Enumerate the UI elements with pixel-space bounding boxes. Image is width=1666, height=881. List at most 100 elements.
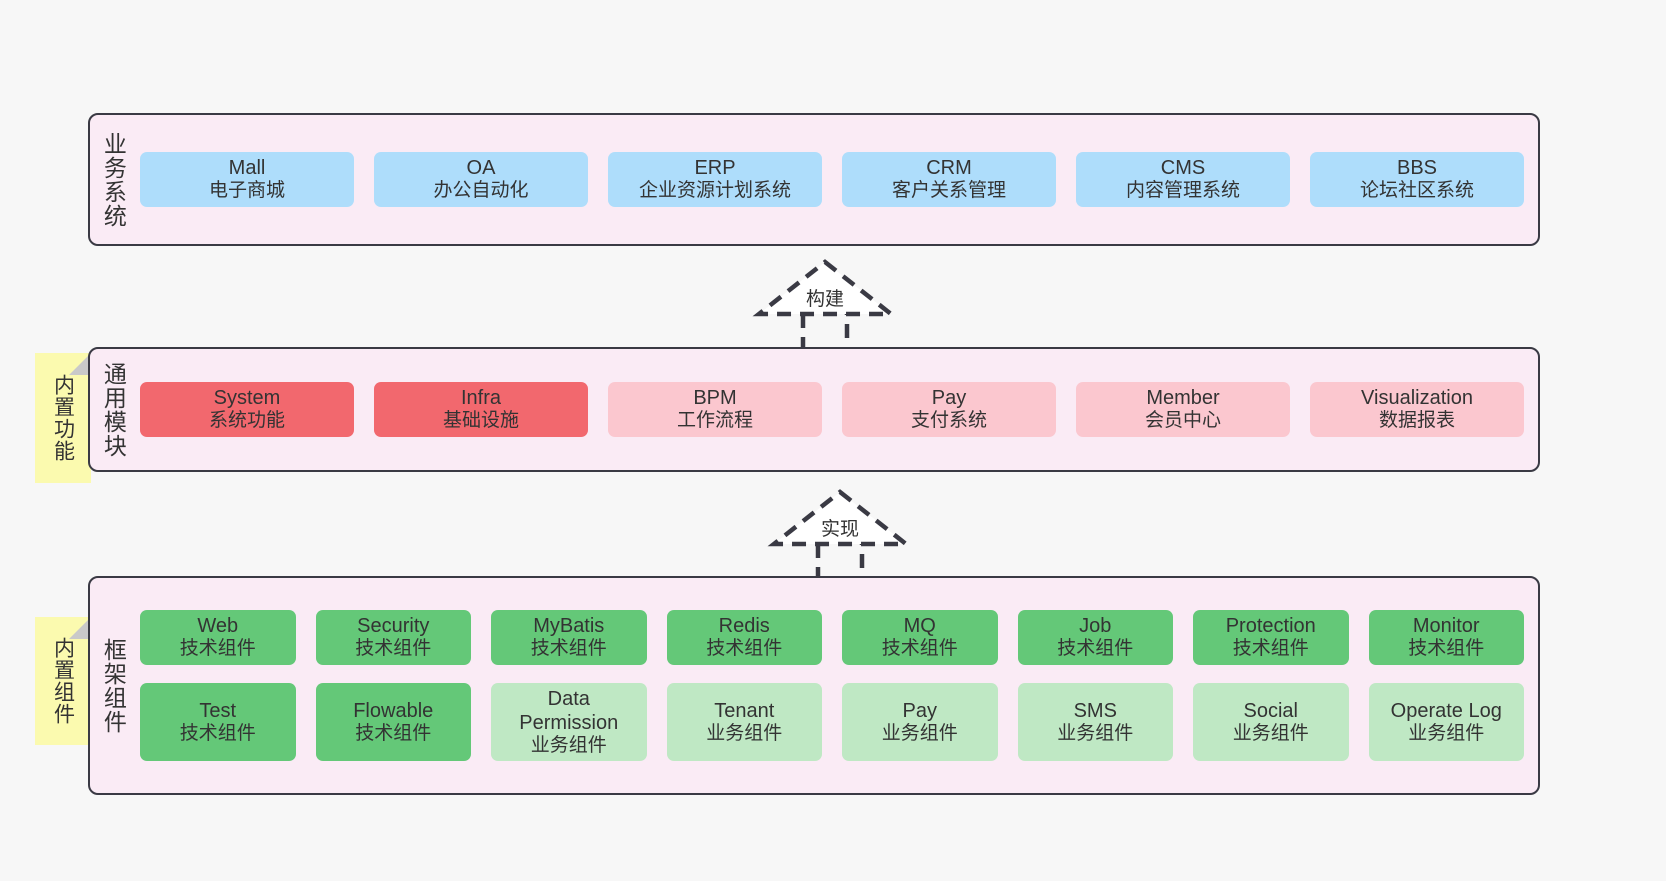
connector-build-label: 构建 xyxy=(805,289,845,310)
node-pay-business[interactable]: Pay 业务组件 xyxy=(842,682,998,762)
node-bbs[interactable]: BBS 论坛社区系统 xyxy=(1310,152,1524,207)
node-subtitle: 支付系统 xyxy=(910,410,987,432)
layer-business-system: 业务系统 Mall 电子商城 OA 办公自动化 ERP 企业资源计划系统 CRM… xyxy=(88,113,1540,246)
node-title: MyBatis xyxy=(533,614,605,637)
node-crm[interactable]: CRM 客户关系管理 xyxy=(842,152,1056,207)
node-operate-log[interactable]: Operate Log 业务组件 xyxy=(1368,682,1524,762)
common-row: System 系统功能 Infra 基础设施 BPM 工作流程 Pay 支付系统… xyxy=(140,382,1524,437)
node-web[interactable]: Web 技术组件 xyxy=(140,609,296,665)
node-mq[interactable]: MQ 技术组件 xyxy=(842,609,998,665)
node-redis[interactable]: Redis 技术组件 xyxy=(666,609,822,665)
node-subtitle: 系统功能 xyxy=(208,410,285,432)
node-cms[interactable]: CMS 内容管理系统 xyxy=(1076,152,1290,207)
node-oa[interactable]: OA 办公自动化 xyxy=(374,152,588,207)
node-subtitle: 技术组件 xyxy=(179,722,256,744)
node-title: Tenant xyxy=(714,699,775,722)
node-subtitle: 办公自动化 xyxy=(433,180,529,202)
node-sms[interactable]: SMS 业务组件 xyxy=(1017,682,1173,762)
node-title: CRM xyxy=(926,157,972,180)
node-subtitle: 工作流程 xyxy=(676,410,753,432)
connector-implement-label: 实现 xyxy=(820,519,860,540)
node-title: Test xyxy=(199,699,237,722)
node-title: Data Permission xyxy=(519,687,619,734)
node-title: SMS xyxy=(1073,699,1117,722)
node-subtitle: 技术组件 xyxy=(1057,637,1134,659)
node-subtitle: 业务组件 xyxy=(706,722,783,744)
node-flowable[interactable]: Flowable 技术组件 xyxy=(315,682,471,762)
node-visualization[interactable]: Visualization 数据报表 xyxy=(1310,382,1524,437)
layer-framework-component: 框架组件 Web 技术组件 Security 技术组件 MyBatis 技术组件… xyxy=(88,576,1540,795)
node-title: OA xyxy=(466,157,496,180)
node-title: Member xyxy=(1146,387,1220,410)
node-title: BBS xyxy=(1396,157,1438,180)
layer-common-module: 通用模块 System 系统功能 Infra 基础设施 BPM 工作流程 Pay… xyxy=(88,347,1540,472)
node-subtitle: 数据报表 xyxy=(1378,410,1455,432)
business-row: Mall 电子商城 OA 办公自动化 ERP 企业资源计划系统 CRM 客户关系… xyxy=(140,152,1524,207)
node-title: BPM xyxy=(693,387,737,410)
node-title: Flowable xyxy=(353,699,434,722)
node-protection[interactable]: Protection 技术组件 xyxy=(1193,609,1349,665)
node-title: Job xyxy=(1079,614,1112,637)
node-title: ERP xyxy=(694,157,736,180)
node-job[interactable]: Job 技术组件 xyxy=(1017,609,1173,665)
node-bpm[interactable]: BPM 工作流程 xyxy=(608,382,822,437)
node-subtitle: 论坛社区系统 xyxy=(1359,180,1474,202)
node-subtitle: 电子商城 xyxy=(208,180,285,202)
sticky-note-builtin-components: 内置组件 xyxy=(35,617,91,745)
node-title: Infra xyxy=(460,387,502,410)
node-title: Security xyxy=(357,614,430,637)
layer-body-business: Mall 电子商城 OA 办公自动化 ERP 企业资源计划系统 CRM 客户关系… xyxy=(136,115,1538,244)
sticky-note-builtin-functions: 内置功能 xyxy=(35,353,91,483)
node-data-permission[interactable]: Data Permission 业务组件 xyxy=(491,682,647,762)
node-subtitle: 技术组件 xyxy=(1408,637,1485,659)
node-title: Pay xyxy=(931,387,967,410)
node-title: System xyxy=(213,387,281,410)
node-subtitle: 业务组件 xyxy=(881,722,958,744)
node-subtitle: 企业资源计划系统 xyxy=(638,180,791,202)
node-subtitle: 技术组件 xyxy=(355,637,432,659)
node-title: Web xyxy=(197,614,239,637)
node-title: Redis xyxy=(718,614,770,637)
node-subtitle: 技术组件 xyxy=(1232,637,1309,659)
node-title: Protection xyxy=(1225,614,1316,637)
connector-implement: 实现 xyxy=(760,486,920,586)
framework-row-business: Test 技术组件 Flowable 技术组件 Data Permission … xyxy=(140,682,1524,762)
node-subtitle: 技术组件 xyxy=(179,637,256,659)
node-title: Social xyxy=(1243,699,1298,722)
layer-title-common: 通用模块 xyxy=(100,361,127,458)
node-subtitle: 内容管理系统 xyxy=(1125,180,1240,202)
node-title: Operate Log xyxy=(1390,699,1502,722)
node-security[interactable]: Security 技术组件 xyxy=(315,609,471,665)
node-subtitle: 会员中心 xyxy=(1144,410,1221,432)
node-mall[interactable]: Mall 电子商城 xyxy=(140,152,354,207)
node-title: Visualization xyxy=(1361,387,1473,410)
connector-build: 构建 xyxy=(745,256,905,356)
node-subtitle: 业务组件 xyxy=(530,734,607,756)
node-subtitle: 技术组件 xyxy=(355,722,432,744)
node-monitor[interactable]: Monitor 技术组件 xyxy=(1368,609,1524,665)
node-system[interactable]: System 系统功能 xyxy=(140,382,354,437)
node-social[interactable]: Social 业务组件 xyxy=(1193,682,1349,762)
node-title: Mall xyxy=(228,157,266,180)
node-subtitle: 业务组件 xyxy=(1232,722,1309,744)
layer-body-framework: Web 技术组件 Security 技术组件 MyBatis 技术组件 Redi… xyxy=(136,578,1538,793)
layer-body-common: System 系统功能 Infra 基础设施 BPM 工作流程 Pay 支付系统… xyxy=(136,349,1538,470)
node-title: MQ xyxy=(903,614,936,637)
node-pay[interactable]: Pay 支付系统 xyxy=(842,382,1056,437)
node-subtitle: 业务组件 xyxy=(1057,722,1134,744)
node-subtitle: 技术组件 xyxy=(706,637,783,659)
node-erp[interactable]: ERP 企业资源计划系统 xyxy=(608,152,822,207)
layer-title-business: 业务系统 xyxy=(100,131,127,228)
node-member[interactable]: Member 会员中心 xyxy=(1076,382,1290,437)
node-subtitle: 业务组件 xyxy=(1408,722,1485,744)
node-subtitle: 基础设施 xyxy=(442,410,519,432)
node-tenant[interactable]: Tenant 业务组件 xyxy=(666,682,822,762)
node-test[interactable]: Test 技术组件 xyxy=(140,682,296,762)
node-title: Pay xyxy=(902,699,937,722)
node-mybatis[interactable]: MyBatis 技术组件 xyxy=(491,609,647,665)
node-title: Monitor xyxy=(1412,614,1480,637)
node-subtitle: 技术组件 xyxy=(881,637,958,659)
node-subtitle: 技术组件 xyxy=(530,637,607,659)
node-infra[interactable]: Infra 基础设施 xyxy=(374,382,588,437)
